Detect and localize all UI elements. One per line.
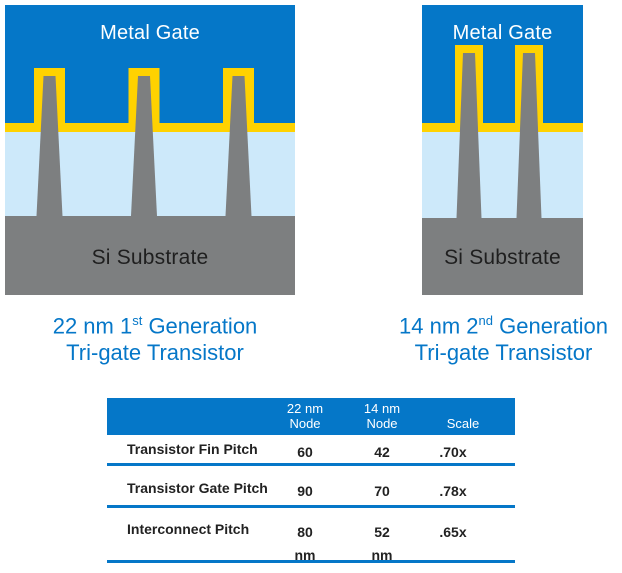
value-scale: .65x [439, 524, 467, 540]
ordinal-suffix: nd [478, 313, 493, 328]
table-header-row: 22 nm Node 14 nm Node Scale [107, 398, 515, 435]
caption-line-1: 22 nm 1st Generation [52, 313, 258, 339]
ordinal-suffix: st [132, 313, 143, 328]
caption-line-2: Tri-gate Transistor [414, 340, 593, 366]
transistor-diagram-14nm [422, 5, 583, 295]
value-22nm: 60 [297, 444, 313, 460]
unit-label: nm [371, 547, 393, 563]
gate-oxide-layer [422, 123, 583, 132]
table-row: Transistor Gate Pitch 90 70 .78x [107, 466, 515, 508]
header-14nm-node: 14 nm Node [363, 401, 401, 431]
caption-22nm: 22 nm 1st Generation Tri-gate Transistor [0, 307, 310, 366]
header-22nm-node: 22 nm Node [286, 401, 324, 431]
silicon-fin [456, 53, 482, 218]
si-substrate-label: Si Substrate [91, 246, 209, 269]
silicon-fin [36, 76, 63, 216]
caption-14nm: 14 nm 2nd Generation Tri-gate Transistor [385, 307, 622, 366]
metal-gate-label: Metal Gate [100, 22, 200, 44]
row-label: Transistor Gate Pitch [127, 480, 268, 496]
silicon-fin [225, 76, 252, 216]
metal-gate-label: Metal Gate [452, 22, 553, 44]
metal-gate-region [422, 5, 583, 123]
row-label: Transistor Fin Pitch [127, 441, 258, 457]
substrate-region [422, 218, 583, 295]
substrate-region [5, 216, 295, 295]
pitch-comparison-table: 22 nm Node 14 nm Node Scale Transistor F… [107, 398, 515, 563]
row-label: Interconnect Pitch [127, 521, 250, 537]
silicon-fin [516, 53, 542, 218]
header-scale: Scale [446, 416, 480, 431]
silicon-fin [131, 76, 157, 216]
value-14nm: 70 [374, 483, 390, 499]
value-scale: .70x [439, 444, 467, 460]
value-22nm: 90 [297, 483, 313, 499]
value-scale: .78x [439, 483, 467, 499]
value-14nm: 42 [374, 444, 390, 460]
caption-line-2: Tri-gate Transistor [66, 340, 244, 366]
table-row: Transistor Fin Pitch 60 42 .70x [107, 435, 515, 466]
unit-label: nm [294, 547, 316, 563]
oxide-region [422, 132, 583, 218]
caption-line-1: 14 nm 2nd Generation [399, 313, 608, 339]
si-substrate-label: Si Substrate [444, 246, 561, 269]
transistor-diagram-22nm [5, 5, 295, 295]
